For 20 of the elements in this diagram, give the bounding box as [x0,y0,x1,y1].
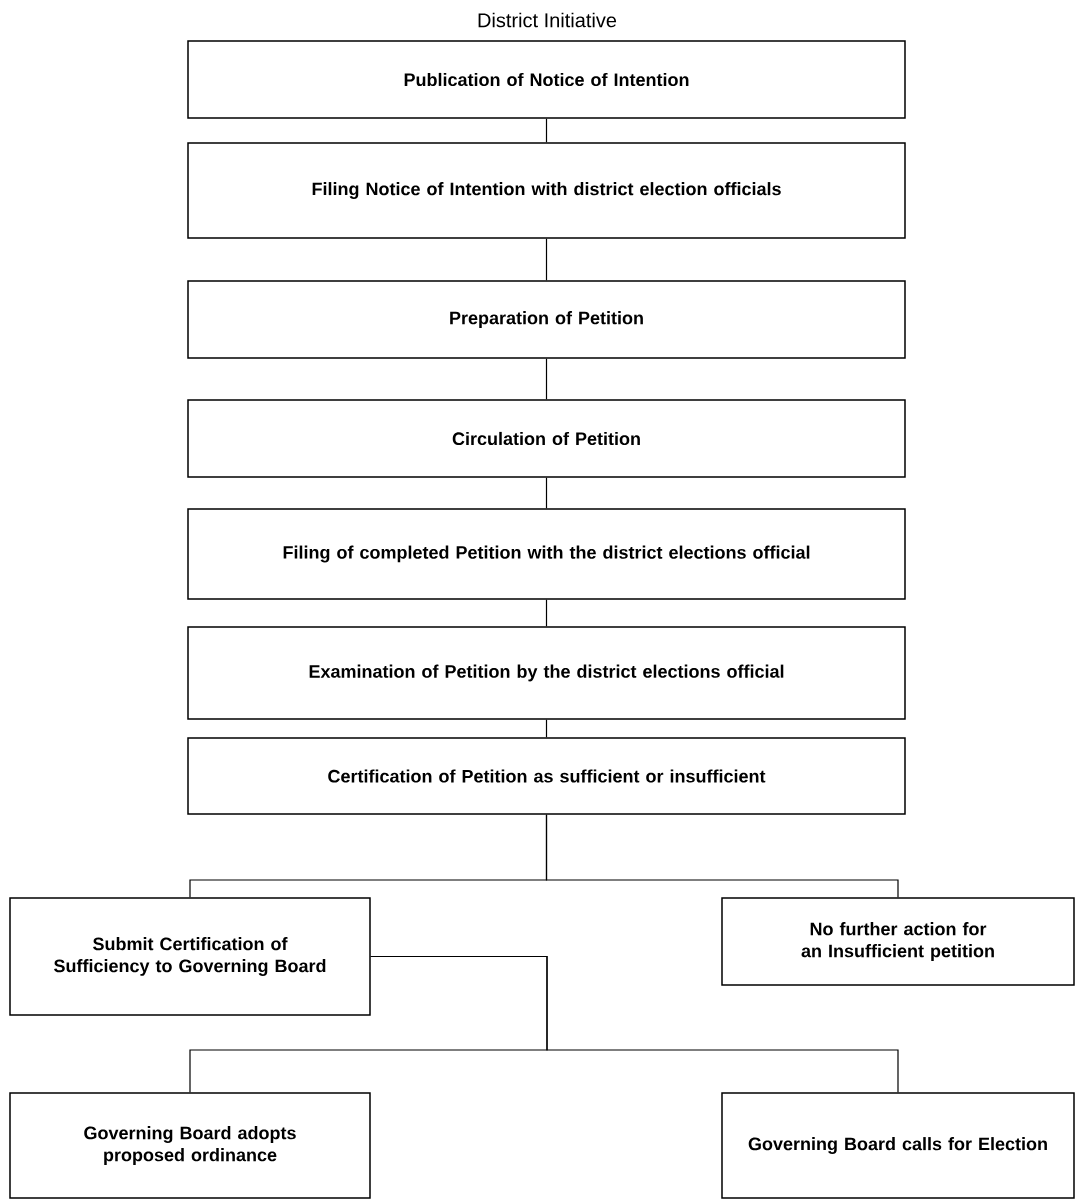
connector-line [545,814,899,898]
process-box: Governing Board adopts proposed ordinance [9,1092,371,1199]
connector-line [545,358,548,400]
process-box: Examination of Petition by the district elections official [187,626,906,720]
connector-line [370,955,899,1093]
process-box: Preparation of Petition [187,280,906,359]
title: District Initiative [478,12,617,28]
process-box: No further action for an Insufficient petition [721,897,1075,986]
process-box: Certification of Petition as sufficient or insufficient [187,737,906,815]
connector-line [545,719,548,738]
process-box: Circulation of Petition [187,399,906,478]
connector-line [545,599,548,627]
connector-line [545,477,548,509]
connector-line [545,118,548,143]
process-box: Filing of completed Petition with the district elections official [187,508,906,600]
process-box: Submit Certification of Sufficiency to Governing Board [9,897,371,1016]
process-box: Publication of Notice of Intention [187,40,906,119]
process-box: Filing Notice of Intention with district election officials [187,142,906,239]
connector-line [545,238,548,281]
process-box: Governing Board calls for Election [721,1092,1075,1199]
